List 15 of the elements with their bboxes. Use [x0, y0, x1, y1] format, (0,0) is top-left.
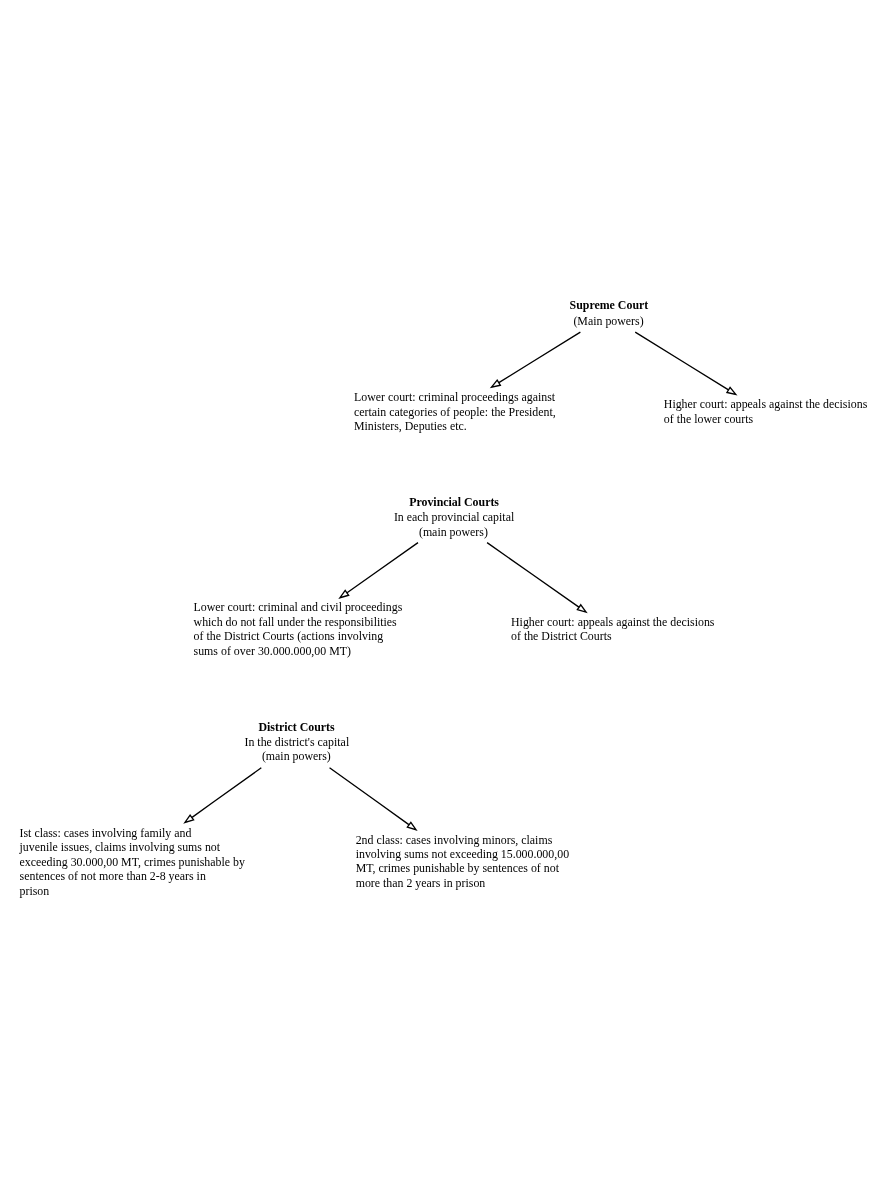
node-text: Lower court: criminal and civil proceedings which do not fall under the responsibilities of the District Courts (actions involving sums of over 30.000.000,00 MT)	[193, 600, 403, 658]
node-text: Higher court: appeals against the decisions of the District Courts	[511, 614, 715, 644]
node-text: Lower court: criminal proceedings against certain categories of people: the President, Ministers, Deputies etc.	[354, 390, 556, 434]
node-text: 2nd class: cases involving minors, claims involving sums not exceeding 15.000.000,00 MT, crimes punishable by sentences of not more than 2 years in prison	[355, 832, 570, 890]
arrow	[489, 331, 582, 389]
arrow	[338, 542, 419, 599]
arrow	[183, 767, 262, 824]
arrow	[328, 767, 418, 831]
arrow	[634, 331, 738, 396]
node-text: Provincial Courts In each provincial capital (main powers)	[393, 494, 515, 539]
node-text: Supreme Court (Main powers)	[569, 298, 649, 328]
node-text: Ist class: cases involving family and juvenile issues, claims involving sums not exceeding 30.000,00 MT, crimes punishable by sentences of not more than 2-8 years in prison	[19, 825, 245, 898]
arrow	[486, 542, 588, 614]
node-text: Higher court: appeals against the decisions of the lower courts	[663, 397, 868, 426]
node-text: District Courts In the district's capital (main powers)	[244, 719, 350, 764]
